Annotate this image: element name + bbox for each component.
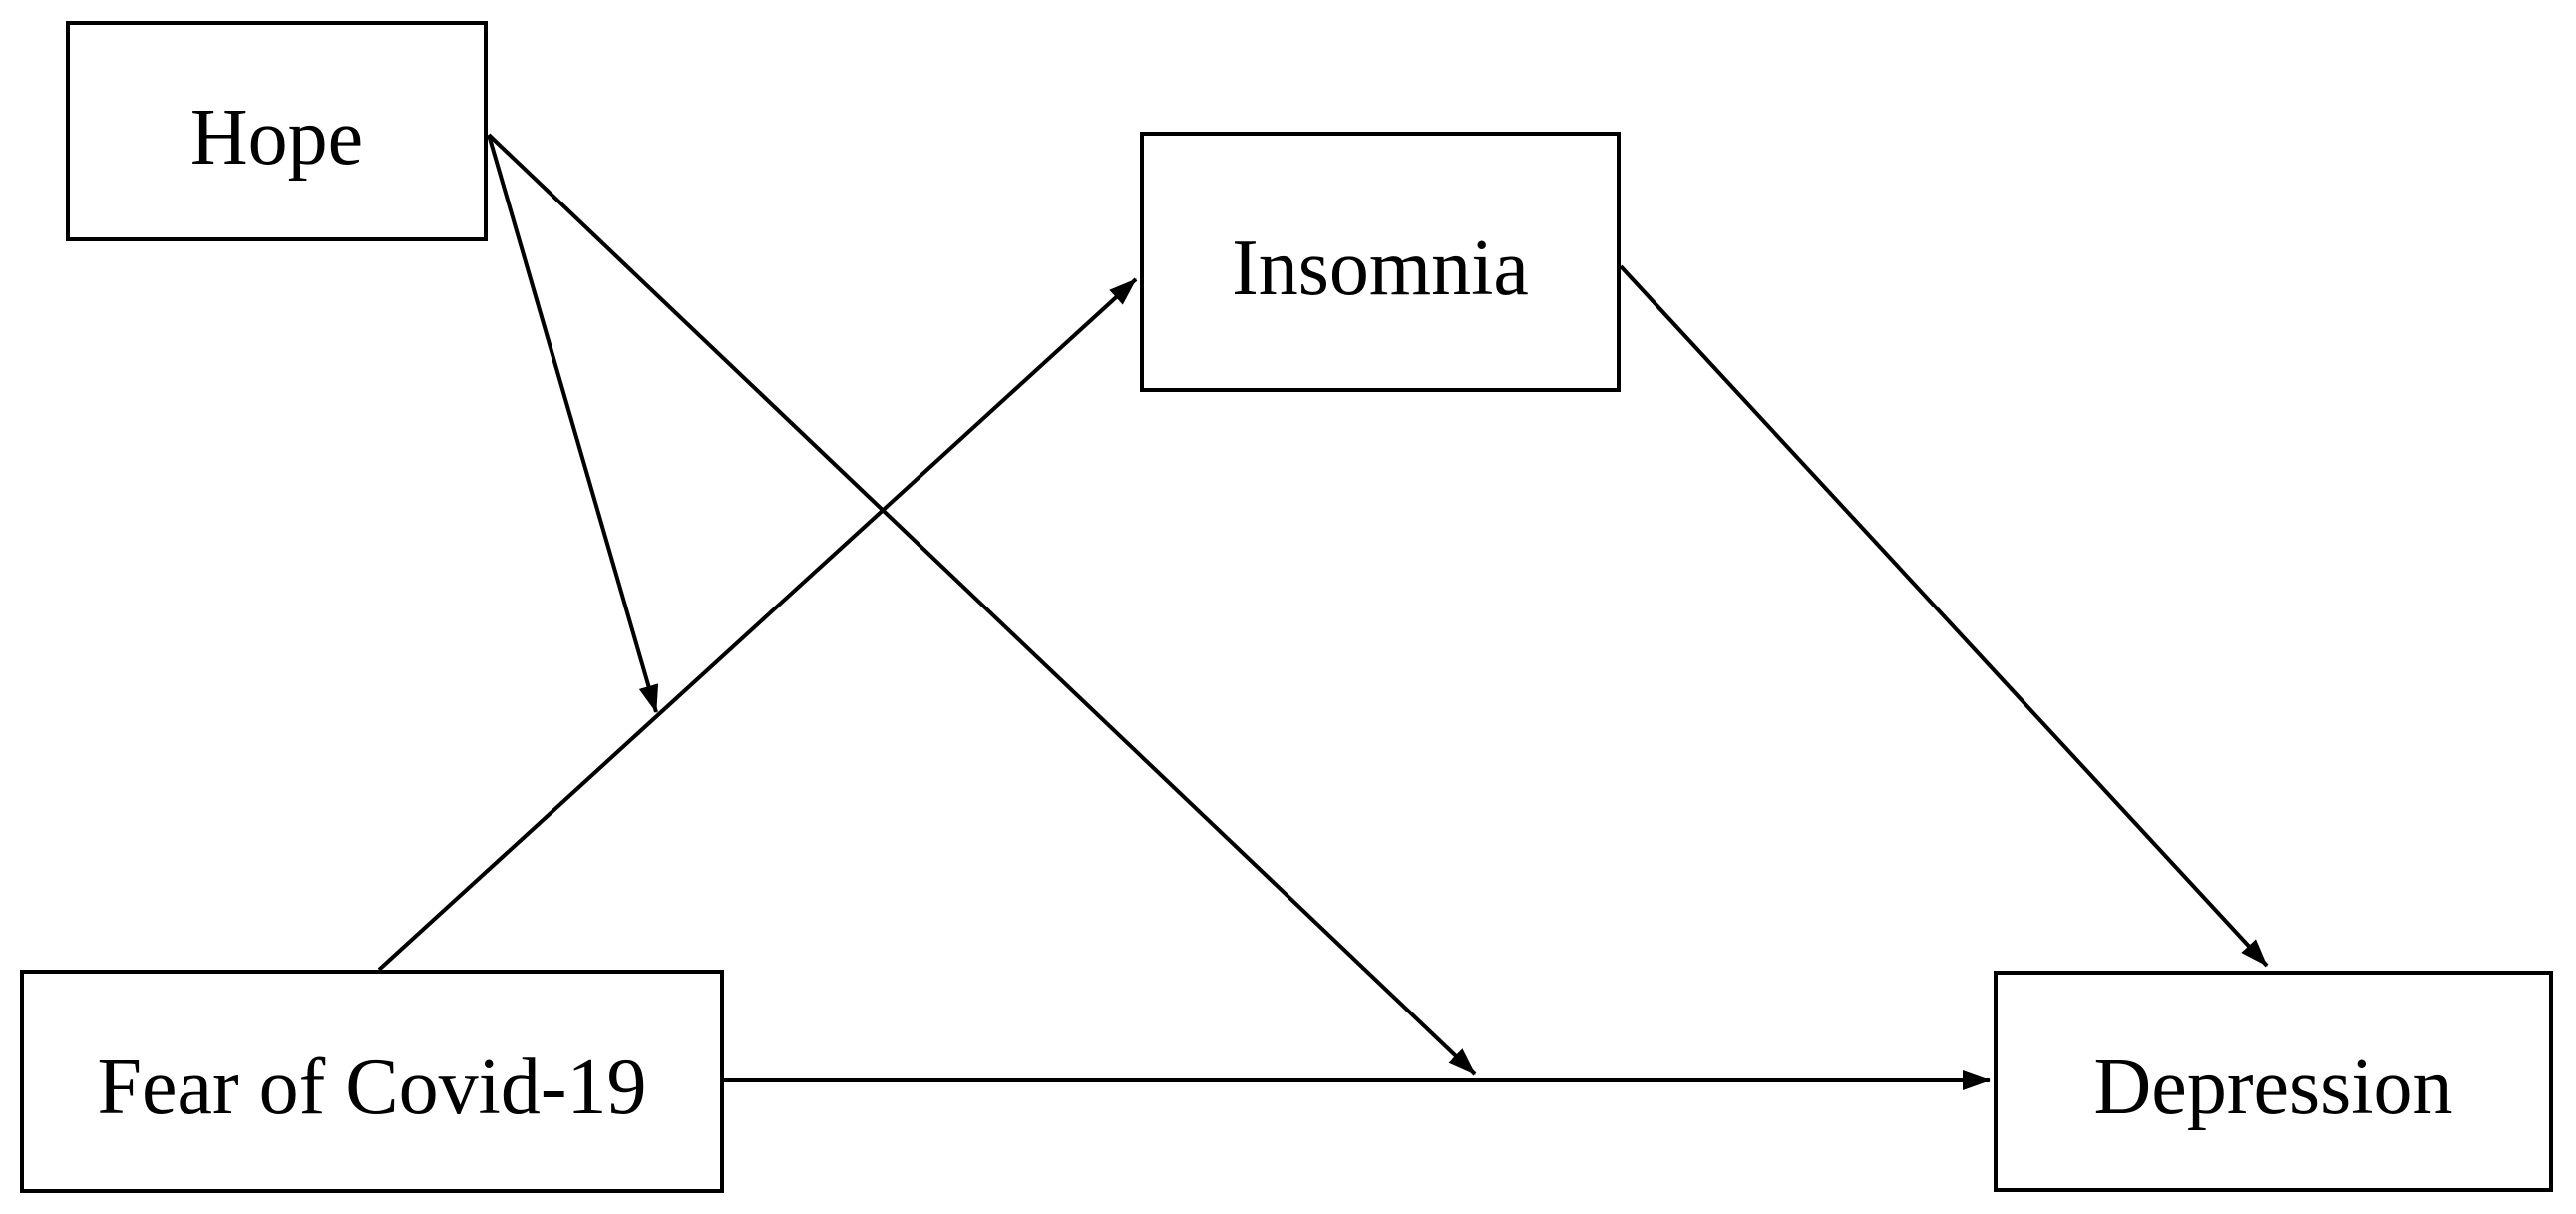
node-depression-label: Depression xyxy=(2093,1043,2453,1131)
node-hope: Hope xyxy=(66,21,488,241)
edge-hope-to-path-fear-depression xyxy=(487,133,1477,1076)
edge-insomnia-to-depression xyxy=(1619,264,2269,968)
edge-fear-to-insomnia xyxy=(377,277,1138,972)
node-depression: Depression xyxy=(1994,971,2553,1192)
node-hope-label: Hope xyxy=(189,93,364,182)
node-insomnia-label: Insomnia xyxy=(1232,223,1529,312)
node-insomnia: Insomnia xyxy=(1140,132,1621,392)
edge-hope-to-path-fear-insomnia xyxy=(487,134,659,713)
node-fear-of-covid-19-label: Fear of Covid-19 xyxy=(97,1043,647,1131)
node-fear-of-covid-19: Fear of Covid-19 xyxy=(20,970,724,1193)
